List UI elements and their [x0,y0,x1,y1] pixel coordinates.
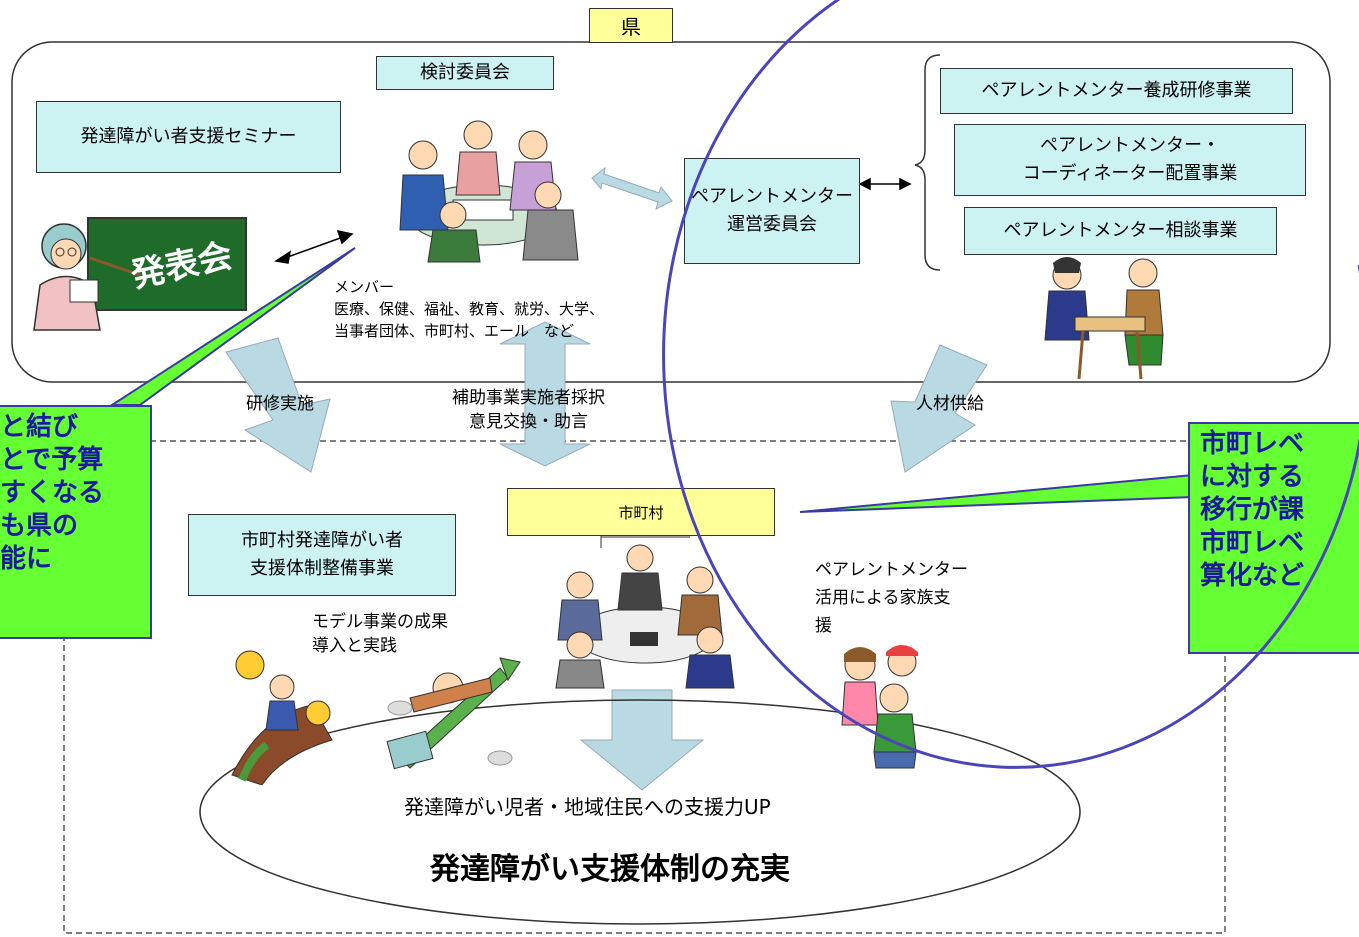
model-project-line2: 導入と実践 [312,636,397,656]
members-line1: 医療、保健、福祉、教育、就労、大学、 [334,300,605,318]
committee-title: 検討委員会 [376,56,554,90]
arrow-label-training: 研修実施 [246,394,314,414]
program-coordinator-line2: コーディネーター配置事業 [1022,163,1238,184]
callout-left-line2: とで予算 [0,445,104,475]
model-project-line1: モデル事業の成果 [312,612,448,632]
program-consultation-box: ペアレントメンター相談事業 [964,207,1277,255]
mentor-support-line3: 援 [815,616,832,636]
callout-left-line1: と結び [0,412,79,442]
operation-committee-box: ペアレントメンター 運営委員会 [684,158,860,264]
program-coordinator-line1: ペアレントメンター・ [1040,135,1220,156]
arrow-label-subsidy: 補助事業実施者採択 意見交換・助言 [452,386,605,434]
arrow-label-subsidy-line1: 補助事業実施者採択 [452,388,605,408]
model-project-text: モデル事業の成果 導入と実践 [312,610,448,658]
members-heading: メンバー [334,278,395,296]
callout-right: 市町レベ に対する 移行が課 市町レベ 算化など [1188,422,1359,654]
arrow-training [225,337,331,473]
arrow-subsidy [499,321,591,467]
prefecture-title: 県 [589,8,673,43]
municipal-program-line1: 市町村発達障がい者 [241,530,403,551]
callout-right-line5: 算化など [1200,561,1305,591]
members-line2: 当事者団体、市町村、エール など [334,322,575,340]
consultation-illustration [1035,255,1185,383]
callout-left-line5: 能に [0,544,53,574]
members-text: メンバー 医療、保健、福祉、教育、就労、大学、 当事者団体、市町村、エール など [334,276,604,342]
flying-man-illustration [380,648,530,773]
mentor-support-line1: ペアレントメンター [815,560,968,580]
operation-committee-line1: ペアレントメンター [691,186,853,207]
seminar-box: 発達障がい者支援セミナー [36,101,341,173]
callout-right-pointer [799,473,1194,513]
mentor-support-line2: 活用による家族支 [815,588,951,608]
arrow-goal [579,689,705,791]
cheerleader-illustration [222,645,342,786]
callout-right-line3: 移行が課 [1200,495,1305,525]
goal-ellipse [199,699,1081,925]
mentor-support-text: ペアレントメンター 活用による家族支 援 [815,556,968,640]
program-coordinator-box: ペアレントメンター・ コーディネーター配置事業 [954,124,1306,196]
committee-meeting-illustration [378,100,588,265]
arrow-label-staffing: 人材供給 [916,394,984,414]
callout-left-line3: すくなる [0,478,105,508]
callout-left-line4: も県の [0,511,79,541]
arrow-committee-operation [591,166,673,210]
callout-left: と結び とで予算 すくなる も県の 能に [0,405,152,639]
goal-line2: 発達障がい支援体制の充実 [430,852,790,887]
municipal-program-line2: 支援体制整備事業 [250,558,394,579]
municipal-program-box: 市町村発達障がい者 支援体制整備事業 [188,514,456,596]
municipality-title: 市町村 [507,488,775,536]
program-training-box: ペアレントメンター養成研修事業 [940,68,1293,114]
goal-line1: 発達障がい児者・地域住民への支援力UP [404,795,771,819]
callout-right-line4: 市町レベ [1200,528,1305,558]
arrow-label-subsidy-line2: 意見交換・助言 [469,412,588,432]
programs-brace [914,54,941,271]
municipal-meeting-illustration [540,540,745,690]
children-illustration [830,640,940,770]
teacher-illustration: 発表会 [30,210,250,340]
callout-right-line1: 市町レベ [1200,429,1305,459]
operation-committee-line2: 運営委員会 [727,214,817,235]
callout-right-line2: に対する [1200,462,1305,492]
